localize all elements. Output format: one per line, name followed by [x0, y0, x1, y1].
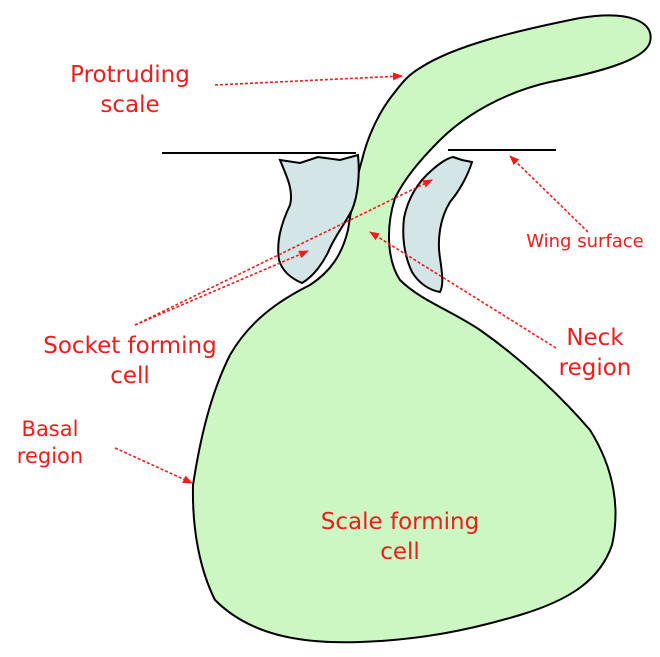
arrow-wing-surface [510, 156, 588, 232]
arrow-basal-region [115, 448, 192, 483]
label-protruding-scale-line-1: Protruding [50, 60, 210, 90]
socket-forming-cell-right [403, 157, 472, 292]
label-wing-surface: Wing surface [515, 231, 655, 253]
label-socket-forming-cell-line-1: Socket forming [25, 331, 235, 361]
label-basal-region: Basal region [5, 416, 95, 470]
label-neck-region-line-2: region [540, 353, 650, 383]
label-protruding-scale-line-2: scale [50, 90, 210, 120]
label-socket-forming-cell-line-2: cell [25, 361, 235, 391]
label-neck-region: Neck region [540, 323, 650, 383]
label-socket-forming-cell: Socket forming cell [25, 331, 235, 391]
label-scale-forming-cell-line-2: cell [300, 537, 500, 567]
label-wing-surface-line-1: Wing surface [515, 231, 655, 253]
arrow-protruding-scale [215, 76, 402, 85]
label-protruding-scale: Protruding scale [50, 60, 210, 120]
label-basal-region-line-1: Basal [5, 416, 95, 443]
label-scale-forming-cell: Scale forming cell [300, 507, 500, 567]
label-basal-region-line-2: region [5, 443, 95, 470]
label-scale-forming-cell-line-1: Scale forming [300, 507, 500, 537]
label-neck-region-line-1: Neck [540, 323, 650, 353]
